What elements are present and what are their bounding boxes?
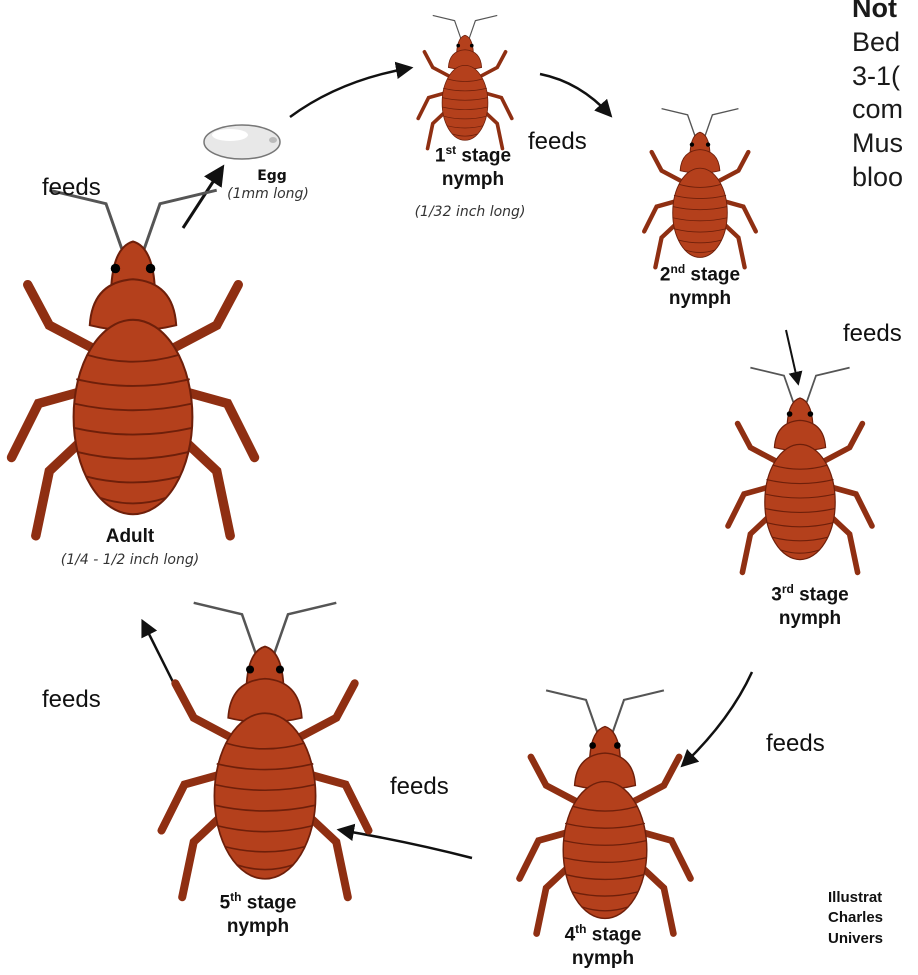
adult-label: Adult [65,525,195,549]
nymph4-word: nymph [572,948,634,969]
nymph5-illustration [150,615,380,885]
nymph2-word: nymph [669,288,731,309]
nymph4-sup: th [575,922,586,936]
nymph1-label: 1st stage nymph [398,143,548,192]
nymph2-label: 2nd stage nymph [625,262,775,311]
nymph1-ord: 1 [435,145,446,166]
nymph1-size: (1/32 inch long) [390,204,550,220]
arrow-nymph1-to-nymph2 [540,74,610,115]
nymph2-sup: nd [670,262,685,276]
egg-illustration [200,120,290,170]
credit-line: Illustrat [828,888,883,908]
egg-size: (1mm long) [218,186,318,202]
adult-illustration [5,205,265,515]
nymph1-illustration [395,10,535,150]
nymph5-label: 5th stage nymph [183,890,333,939]
feeds-label-nymph5: feeds [42,686,101,714]
feeds-label-nymph2: feeds [843,320,902,348]
nymph2-illustration [612,100,792,270]
feeds-label-nymph4: feeds [390,773,449,801]
nymph3-ord: 3 [771,584,782,605]
adult-size: (1/4 - 1/2 inch long) [35,552,225,568]
nymph4-rest: stage [586,924,641,945]
nymph1-sup: st [445,143,456,157]
nymph4-illustration [495,700,715,920]
nymph3-illustration [700,370,900,570]
nymph3-sup: rd [782,582,794,596]
nymph3-rest: stage [794,584,849,605]
egg-label: Egg [232,168,312,184]
nymph5-word: nymph [227,916,289,937]
nymph1-word: nymph [442,169,504,190]
nymph5-rest: stage [241,892,296,913]
arrow-egg-to-nymph1 [290,68,410,117]
credit-line: Univers [828,929,883,949]
nymph4-label: 4th stage nymph [528,922,678,971]
credit-line: Charles [828,908,883,928]
nymph3-label: 3rd stage nymph [735,582,885,631]
feeds-label-nymph1: feeds [528,128,587,156]
nymph1-rest: stage [456,145,511,166]
nymph2-rest: stage [685,264,740,285]
feeds-label-nymph3: feeds [766,730,825,758]
nymph5-sup: th [230,890,241,904]
nymph4-ord: 4 [565,924,576,945]
nymph3-word: nymph [779,608,841,629]
nymph2-ord: 2 [660,264,671,285]
illustration-credit: Illustrat Charles Univers [828,888,883,949]
feeds-label-adult: feeds [42,174,101,202]
nymph5-ord: 5 [220,892,231,913]
